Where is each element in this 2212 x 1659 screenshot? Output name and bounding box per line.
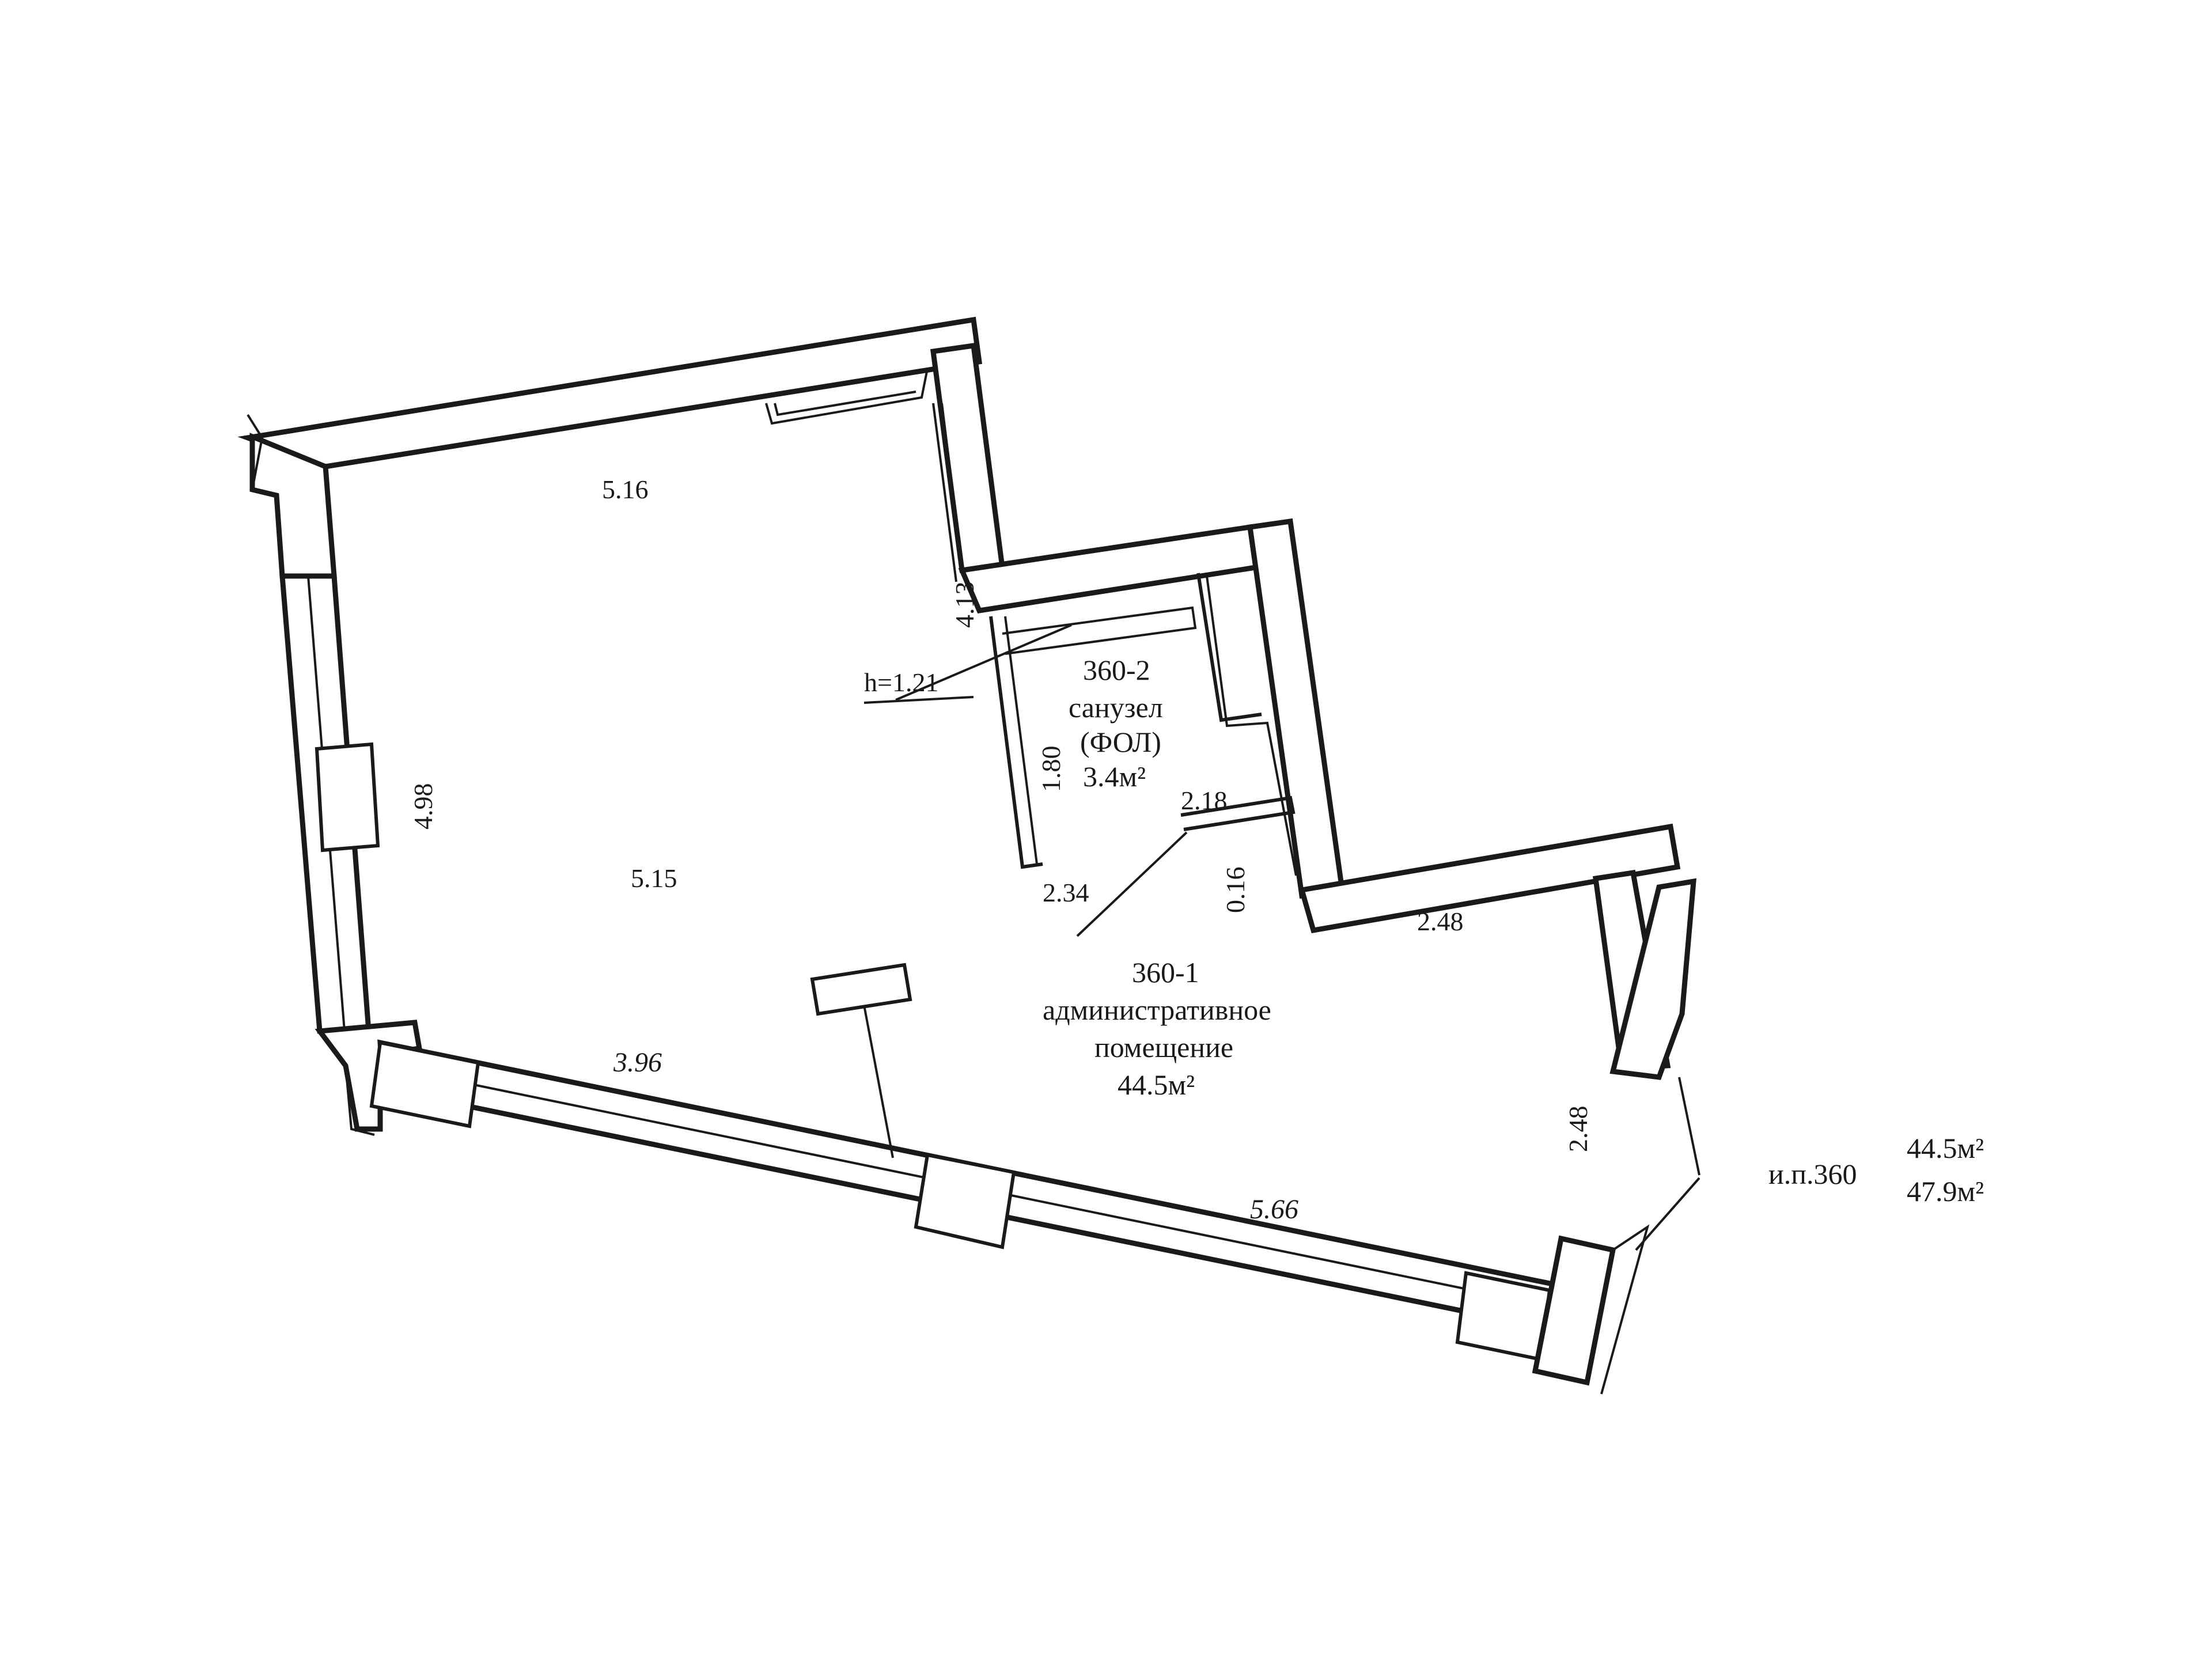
wall-top [237, 316, 983, 469]
dim-left-wall: 4.98 [408, 783, 438, 830]
dim-bottom-right: 5.66 [1250, 1194, 1298, 1225]
leader-height [895, 624, 1072, 701]
dim-small-gap: 0.16 [1221, 867, 1250, 914]
wall-bath-top [958, 524, 1259, 613]
room-office-name-2: помещение [1094, 1031, 1233, 1063]
room-office-name-1: административное [1043, 994, 1271, 1026]
radiator [810, 963, 912, 1016]
entry-door [1678, 1077, 1700, 1176]
dim-bottom-left: 3.96 [613, 1047, 662, 1078]
wall-pier-left [315, 742, 380, 853]
leader-bath-door [1076, 831, 1188, 937]
dim-center: 5.15 [631, 863, 677, 893]
wall-pier-bottom-left [369, 1040, 480, 1128]
bath-partition-right [1196, 573, 1262, 722]
dim-bath-right: 4.13 [950, 582, 979, 628]
wall-pier-bottom-middle [914, 1153, 1016, 1249]
room-office-area: 44.5м² [1118, 1069, 1195, 1101]
room-bath-number: 360-2 [1083, 654, 1150, 686]
room-bath-name: санузел [1069, 691, 1163, 724]
wall-right-jamb [1609, 878, 1696, 1080]
dim-right-wall: 2.48 [1563, 1106, 1593, 1153]
wall-bath-right [1247, 518, 1346, 899]
summary-area-main: 44.5м² [1907, 1132, 1984, 1164]
dim-bath-depth: 1.80 [1036, 746, 1066, 793]
room-bath-note: (ФОЛ) [1080, 726, 1161, 758]
dim-bath-bottom: 2.34 [1043, 878, 1089, 907]
summary-area-total: 47.9м² [1907, 1175, 1984, 1207]
wall-top-right [930, 342, 1006, 573]
room-bath-area: 3.4м² [1083, 760, 1146, 793]
wall-step-right [1298, 823, 1681, 934]
summary-unit-label: и.п.360 [1768, 1158, 1857, 1190]
wall-corner-bottom-right [1532, 1235, 1616, 1386]
niche-top [765, 368, 929, 425]
wall-pier-bottom-right [1455, 1271, 1552, 1362]
bath-door-stub [1180, 796, 1296, 831]
room-office-number: 360-1 [1132, 956, 1199, 988]
dim-bath-width: 2.18 [1181, 786, 1228, 815]
dim-right-step: 2.48 [1417, 907, 1464, 936]
dim-height-note: h=1.21 [864, 668, 938, 697]
dim-top-wall: 5.16 [602, 475, 649, 504]
bath-partition-left [989, 616, 1043, 869]
